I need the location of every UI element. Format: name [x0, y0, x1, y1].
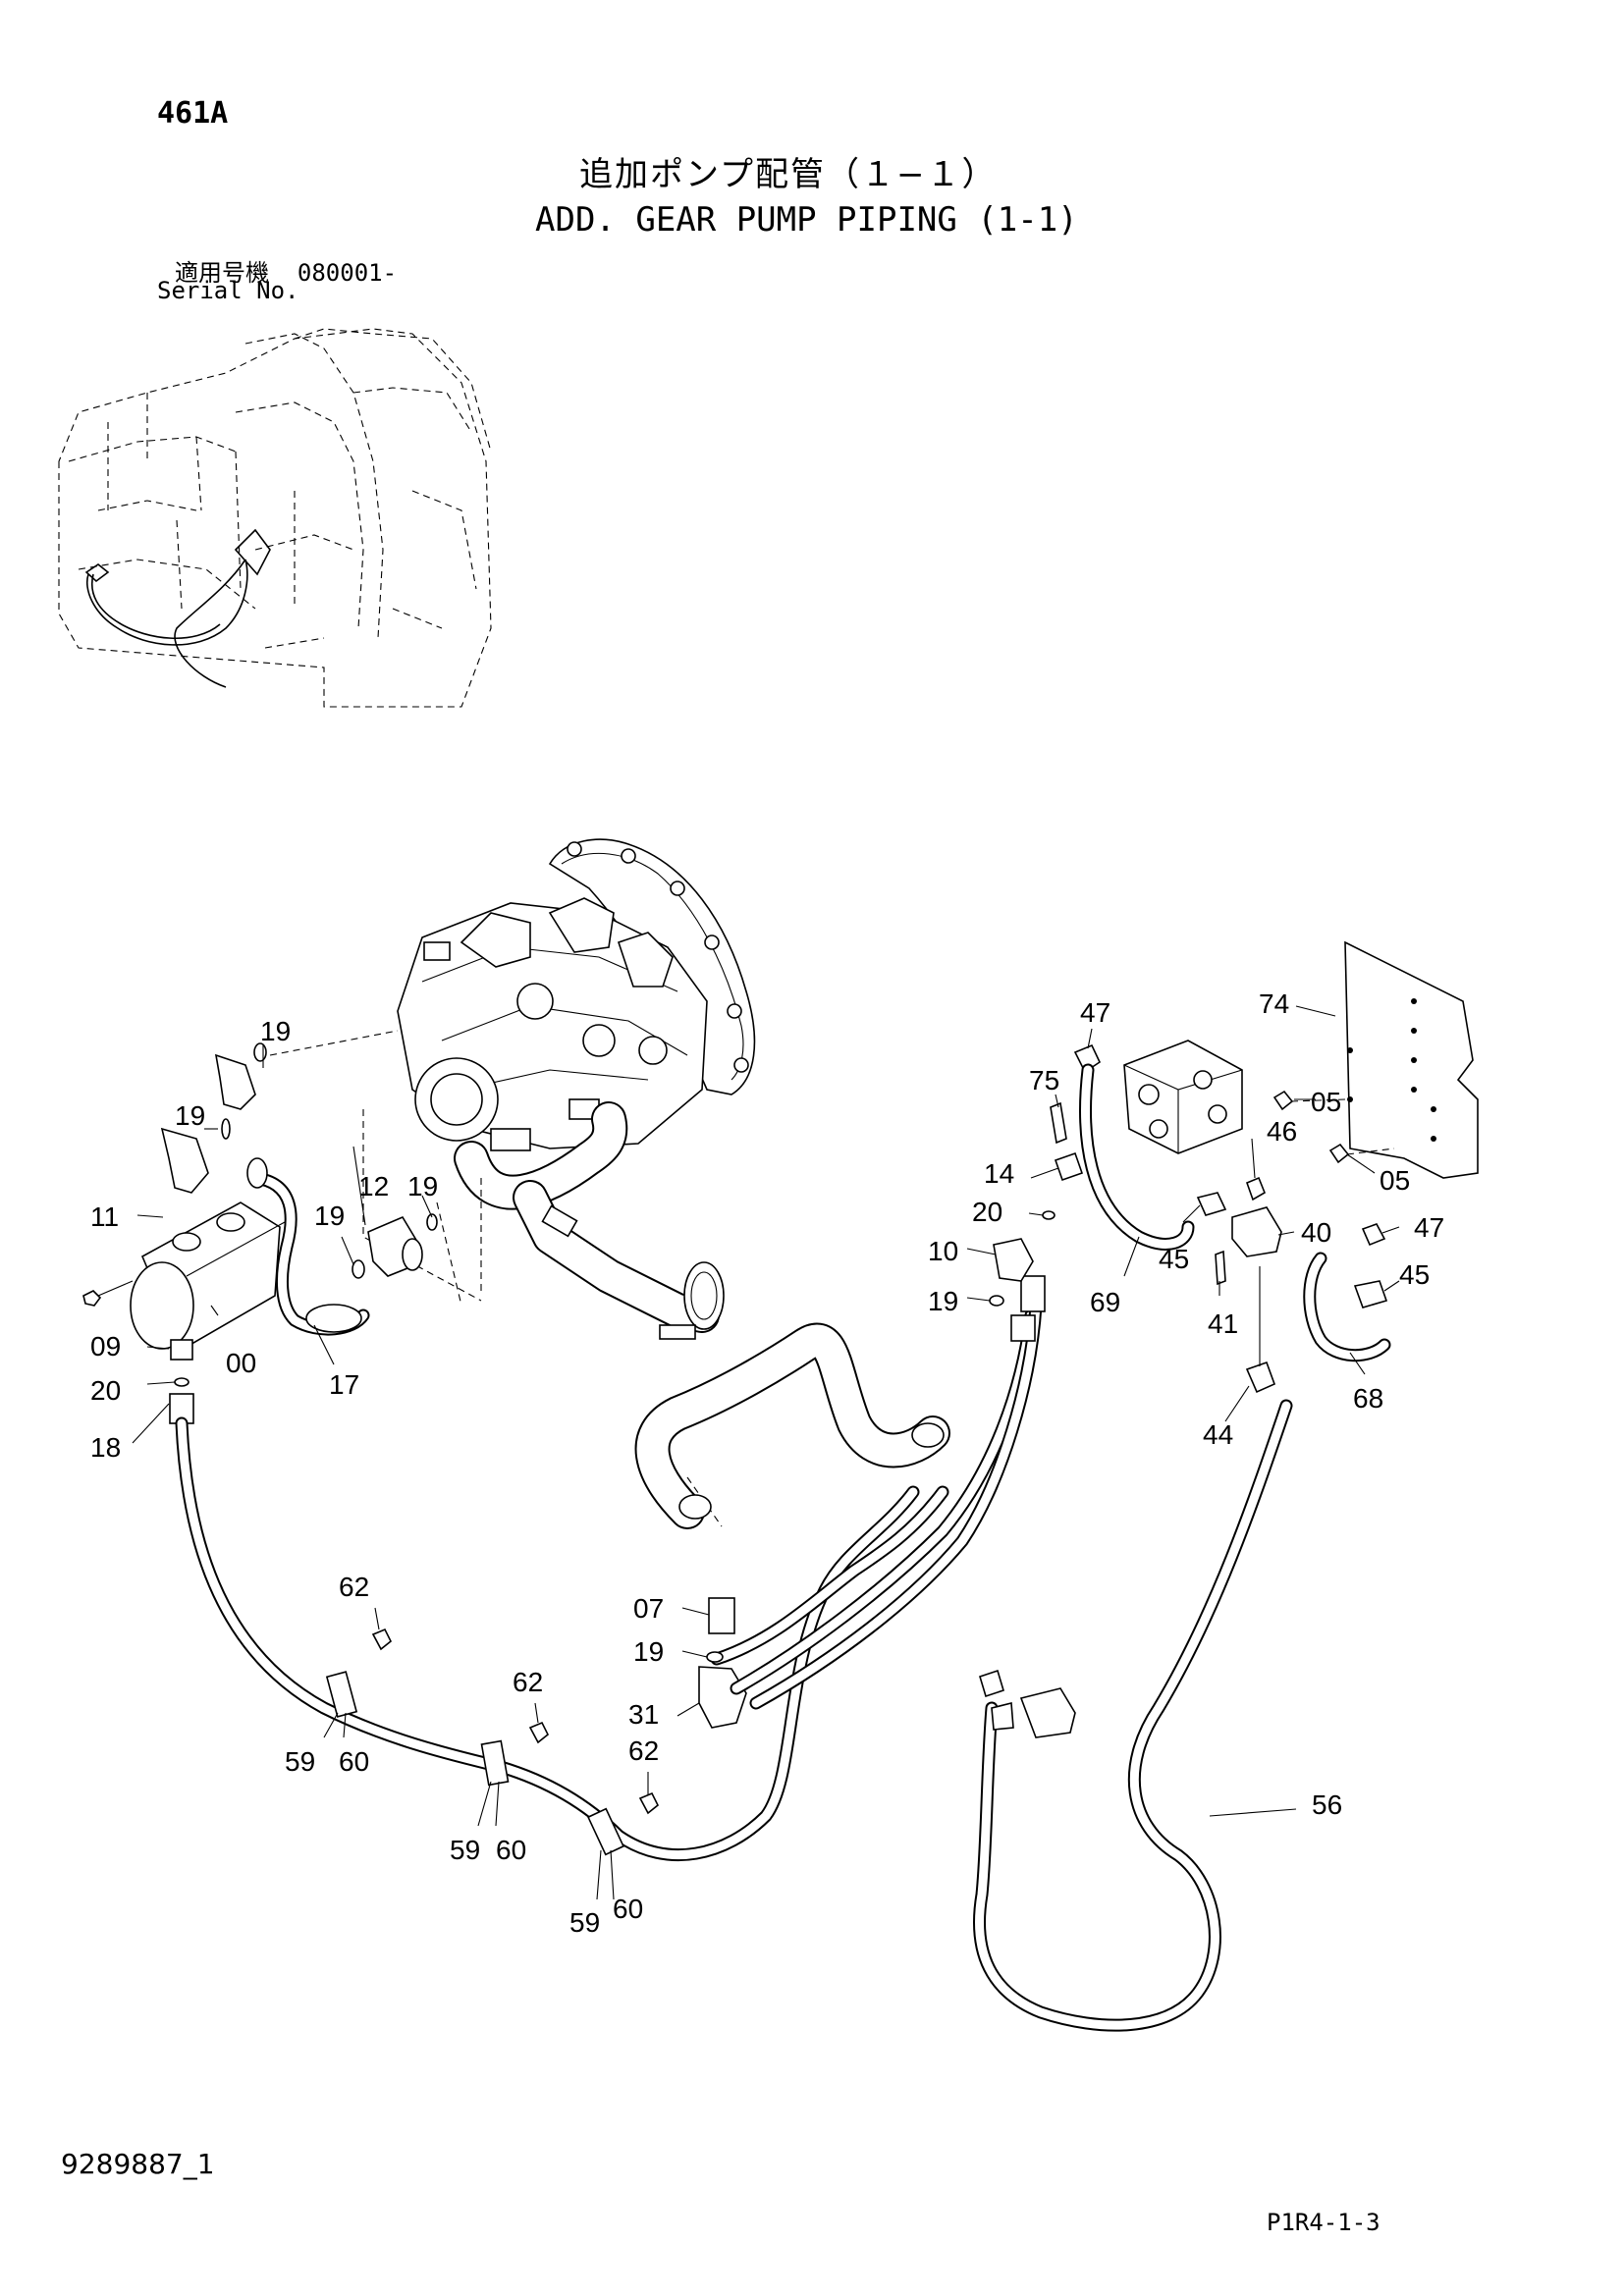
callout-19: 19	[175, 1100, 205, 1131]
title-english: ADD. GEAR PUMP PIPING (1-1)	[535, 200, 1078, 240]
left-parts	[82, 1042, 438, 1424]
callout-00: 00	[226, 1348, 256, 1378]
callout-47: 47	[1414, 1212, 1444, 1243]
callout-10: 10	[928, 1236, 958, 1266]
callout-68: 68	[1353, 1383, 1383, 1414]
callout-47: 47	[1080, 997, 1110, 1028]
callout-59: 59	[450, 1835, 480, 1865]
serial-label-english: Serial No.	[157, 277, 299, 304]
callout-12: 12	[358, 1171, 389, 1201]
callout-40: 40	[1301, 1217, 1331, 1248]
callout-07: 07	[633, 1593, 664, 1624]
callout-62: 62	[513, 1667, 543, 1697]
sheet-code: P1R4-1-3	[1267, 2209, 1380, 2236]
callout-20: 20	[972, 1197, 1002, 1227]
callout-31: 31	[628, 1699, 659, 1730]
callout-11: 11	[90, 1201, 119, 1232]
callout-leaders	[132, 1005, 1400, 1900]
callout-69: 69	[1090, 1287, 1120, 1317]
callout-45: 45	[1399, 1259, 1430, 1290]
callout-56: 56	[1312, 1789, 1342, 1820]
callout-41: 41	[1208, 1308, 1238, 1339]
callout-62: 62	[339, 1572, 369, 1602]
serial-label-japanese: 適用号機 080001-	[175, 253, 397, 288]
callout-19: 19	[407, 1171, 438, 1201]
callout-60: 60	[496, 1835, 526, 1865]
serial-value: 080001-	[297, 259, 398, 287]
callout-60: 60	[613, 1894, 643, 1924]
callout-75: 75	[1029, 1065, 1059, 1095]
callout-09: 09	[90, 1331, 121, 1362]
callout-74: 74	[1259, 988, 1289, 1019]
callout-05: 05	[1380, 1165, 1410, 1196]
callout-62: 62	[628, 1735, 659, 1766]
document-number: 9289887_1	[61, 2148, 215, 2180]
callout-59: 59	[569, 1907, 600, 1938]
callout-19: 19	[928, 1286, 958, 1316]
callout-20: 20	[90, 1375, 121, 1406]
callout-44: 44	[1203, 1419, 1233, 1450]
machine-location-view	[58, 328, 492, 708]
main-pump-assembly	[397, 838, 756, 1340]
serial-label-jp-text: 適用号機	[175, 259, 269, 287]
hose-18	[175, 1416, 949, 1862]
callout-19: 19	[260, 1016, 291, 1046]
title-japanese: 追加ポンプ配管（１−１）	[579, 155, 998, 194]
callout-19: 19	[633, 1636, 664, 1667]
callout-14: 14	[984, 1158, 1014, 1189]
callout-59: 59	[285, 1746, 315, 1777]
callout-46: 46	[1267, 1116, 1297, 1147]
callout-45: 45	[1159, 1244, 1189, 1274]
callout-18: 18	[90, 1432, 121, 1463]
callout-05: 05	[1311, 1087, 1341, 1117]
valve-group	[973, 940, 1479, 2032]
callout-19: 19	[314, 1201, 345, 1231]
callout-17: 17	[329, 1369, 359, 1400]
page-number: 461A	[157, 96, 229, 131]
callout-labels: 19 19 11 12 19 19 09 00 17 20 18 62 62 6…	[90, 988, 1444, 1938]
center-hose	[634, 1275, 1046, 1729]
callout-60: 60	[339, 1746, 369, 1777]
